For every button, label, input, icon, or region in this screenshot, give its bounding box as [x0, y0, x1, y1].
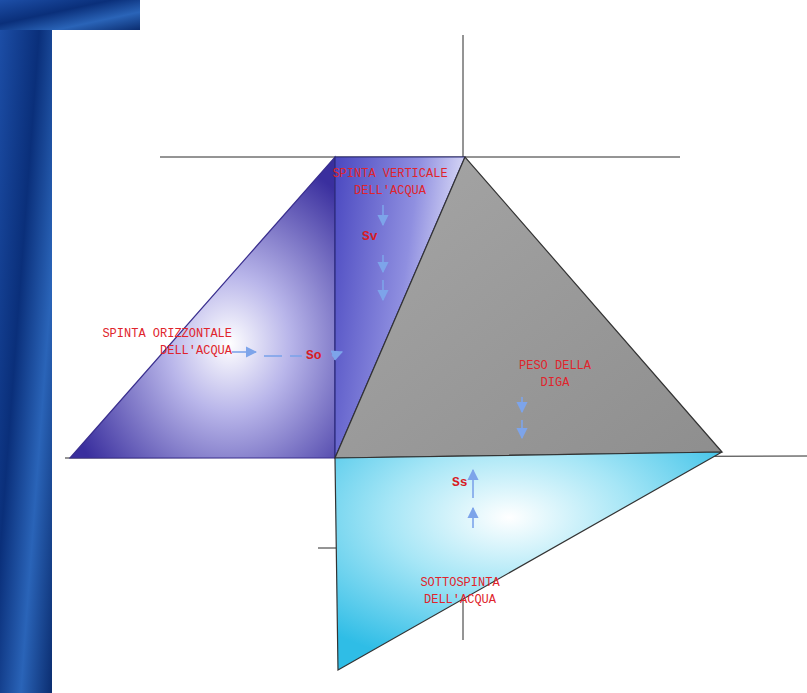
- force-symbol: Ss: [452, 474, 476, 491]
- force-label: SOTTOSPINTA DELL'ACQUA: [410, 575, 510, 609]
- force-label: PESO DELLA DIGA: [505, 358, 605, 392]
- dam-body: [335, 157, 722, 458]
- uplift-diagram: [335, 452, 722, 670]
- background-strip: [0, 0, 140, 30]
- paper: [140, 0, 807, 30]
- force-label: SPINTA VERTICALE DELL'ACQUA: [325, 166, 455, 200]
- force-arrows: [232, 205, 522, 528]
- horizontal-thrust-area: [70, 157, 335, 458]
- force-symbol: So: [306, 347, 330, 364]
- force-label: SPINTA ORIZZONTALE DELL'ACQUA: [72, 326, 232, 360]
- force-symbol: Sv: [362, 228, 386, 245]
- background-strip: [0, 0, 52, 693]
- paper: [52, 30, 807, 693]
